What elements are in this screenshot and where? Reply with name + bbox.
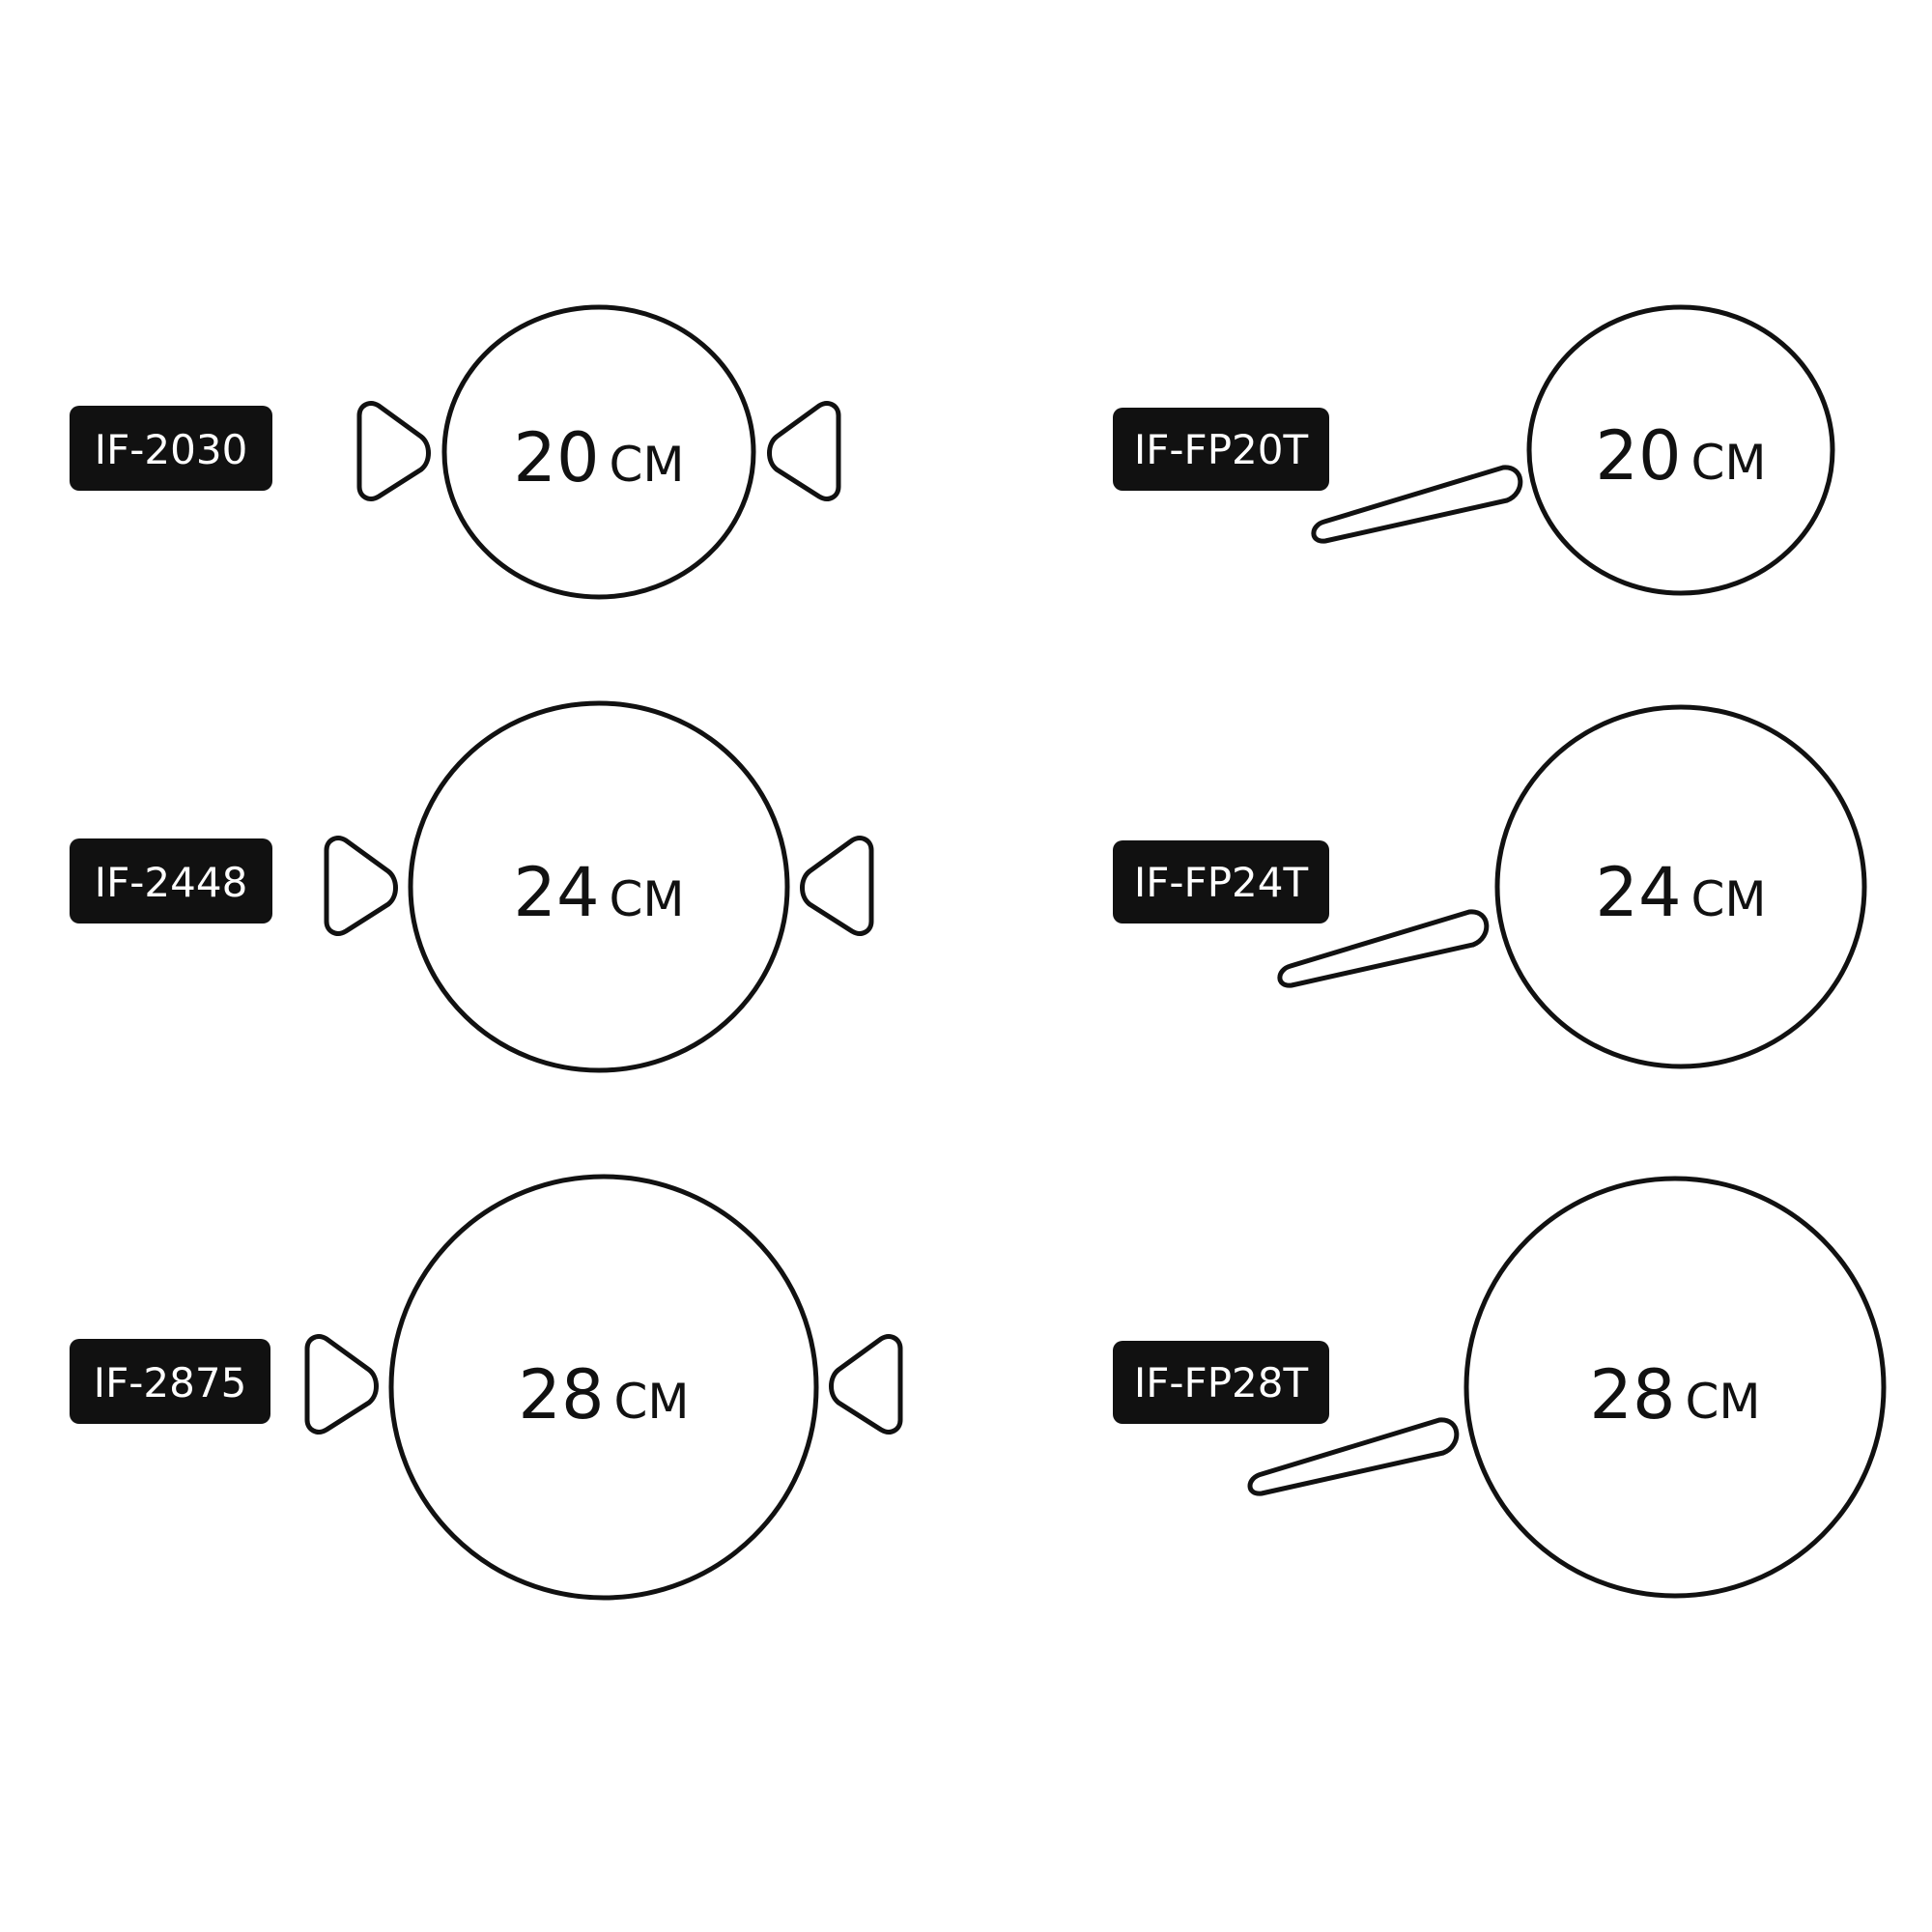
long-handle-icon	[1311, 465, 1523, 544]
model-code: IF-FP24T	[1134, 859, 1309, 906]
model-code: IF-2030	[95, 426, 248, 473]
pot-outline-icon	[388, 1174, 819, 1601]
model-badge	[1113, 840, 1329, 923]
model-code: IF-2448	[95, 859, 248, 906]
model-badge	[70, 838, 272, 923]
long-handle-icon	[1247, 1417, 1460, 1496]
pot-outline-icon	[441, 304, 756, 600]
pot-outline-icon	[408, 700, 790, 1073]
side-handle-right-icon	[829, 1334, 903, 1435]
pan-outline-icon	[1463, 1176, 1887, 1599]
side-handle-left-icon	[304, 1334, 379, 1435]
model-badge	[70, 1339, 270, 1424]
model-code: IF-2875	[94, 1359, 247, 1406]
model-badge	[1113, 1341, 1329, 1424]
pan-outline-icon	[1494, 704, 1867, 1069]
model-code: IF-FP28T	[1134, 1359, 1309, 1406]
side-handle-right-icon	[800, 836, 874, 936]
side-handle-left-icon	[356, 401, 431, 501]
side-handle-right-icon	[767, 401, 841, 501]
side-handle-left-icon	[324, 836, 398, 936]
model-badge	[1113, 408, 1329, 491]
long-handle-icon	[1277, 909, 1490, 988]
pan-outline-icon	[1526, 304, 1835, 596]
model-code: IF-FP20T	[1134, 426, 1309, 473]
model-badge	[70, 406, 272, 491]
